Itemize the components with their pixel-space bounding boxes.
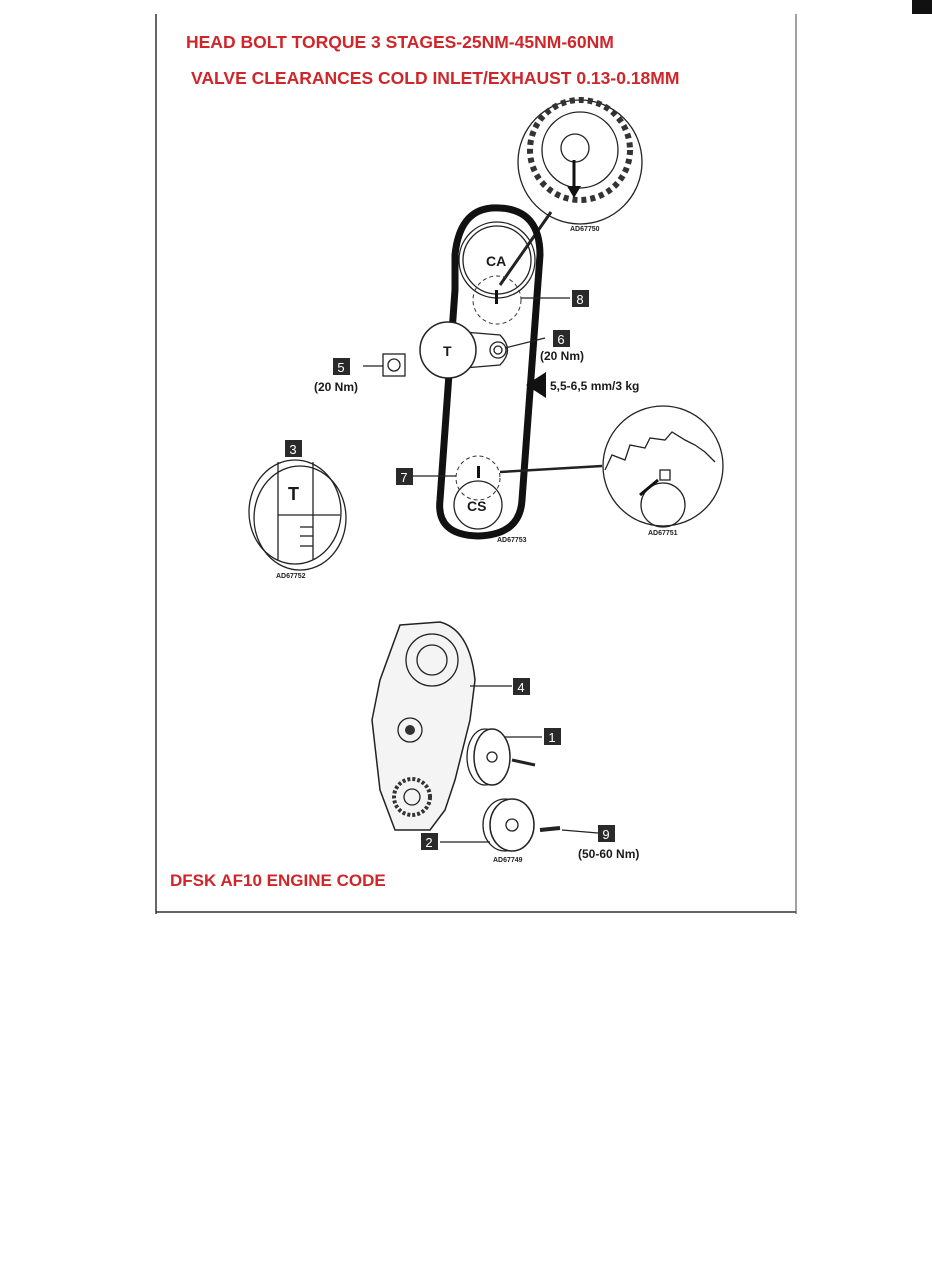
callout-9: 9: [598, 825, 615, 842]
callout-6: 6: [553, 330, 570, 347]
svg-text:5,5-6,5 mm/3 kg: 5,5-6,5 mm/3 kg: [550, 379, 639, 393]
tensioner-detail-code: AD67752: [276, 573, 306, 580]
callout-2: 2: [421, 833, 438, 850]
crankshaft-sprocket-detail: AD67751: [499, 405, 724, 537]
crank-pulley: AD67749: [440, 798, 599, 864]
timing-belt: CA CS AD67753: [436, 204, 544, 544]
svg-text:3: 3: [289, 442, 296, 457]
callout-7: 7: [396, 468, 456, 485]
svg-text:1: 1: [548, 730, 555, 745]
callout-5: 5: [333, 358, 350, 375]
idler-pulley: [466, 728, 542, 786]
callout-4: 4: [513, 678, 530, 695]
belt-tension-spec: 5,5-6,5 mm/3 kg: [526, 372, 639, 398]
callout-1: 1: [544, 728, 561, 745]
callout-8: 8: [521, 290, 589, 307]
valve-clearance-note: VALVE CLEARANCES COLD INLET/EXHAUST 0.13…: [191, 68, 679, 88]
belt-code: AD67753: [497, 537, 527, 544]
tensioner: T: [363, 321, 546, 379]
svg-text:7: 7: [400, 470, 407, 485]
engine-code-note: DFSK AF10 ENGINE CODE: [170, 871, 386, 890]
torque-6: (20 Nm): [540, 349, 584, 363]
cam-detail-code: AD67750: [570, 226, 600, 233]
svg-text:6: 6: [557, 332, 564, 347]
torque-5: (20 Nm): [314, 380, 358, 394]
callout-3: 3: [285, 440, 302, 457]
crank-detail-code: AD67751: [648, 530, 678, 537]
tensioner-mark-detail: 3 T AD67752: [248, 440, 347, 580]
svg-text:9: 9: [602, 827, 609, 842]
camshaft-label: CA: [486, 253, 506, 269]
cover-code: AD67749: [493, 857, 523, 864]
tension-arrow-icon: [526, 372, 546, 398]
timing-cover: [371, 621, 512, 831]
head-bolt-torque-note: HEAD BOLT TORQUE 3 STAGES-25NM-45NM-60NM: [186, 32, 614, 52]
camshaft-sprocket-detail: AD67750: [498, 97, 643, 286]
svg-text:2: 2: [425, 835, 432, 850]
page-frame: [155, 0, 932, 914]
svg-text:4: 4: [517, 680, 524, 695]
tensioner-label: T: [443, 343, 452, 359]
svg-text:8: 8: [576, 292, 583, 307]
svg-text:5: 5: [337, 360, 344, 375]
crankshaft-label: CS: [467, 498, 486, 514]
tensioner-mark-label: T: [288, 484, 299, 504]
torque-9: (50-60 Nm): [578, 847, 639, 861]
